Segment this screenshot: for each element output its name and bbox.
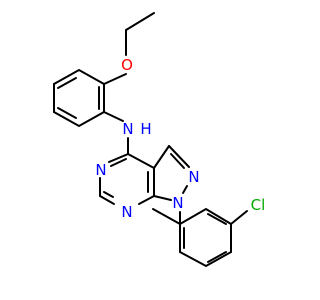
bond-phenyl-double-1 [57, 77, 77, 89]
atom-amine-hydrogen-label: H [140, 120, 151, 138]
bond-c3-n2-double [170, 153, 185, 169]
bond-aryl2-double-2 [207, 213, 227, 225]
bond-phenyl-double-2 [57, 107, 77, 119]
bond-o-aryl [103, 73, 127, 85]
bond-c3a-c3 [153, 145, 170, 169]
bond-c-cl [230, 210, 248, 225]
molecule-structure-canvas: O N H N N N N Cl [53, 12, 266, 268]
ring-phenyl-top [53, 68, 105, 128]
atom-amine-nitrogen-label: N [122, 120, 133, 138]
atom-pyrazole-n2-label: N [188, 168, 199, 186]
bond-c2-n1-double [103, 191, 114, 198]
bond-n2-n1 [182, 185, 188, 194]
atom-oxygen-label: O [121, 56, 133, 74]
atom-pyrimidine-n1-label: N [121, 203, 132, 221]
bond-c3a-c4 [127, 153, 155, 169]
bond-c4-n3-double [110, 158, 127, 167]
atom-pyrimidine-n3-label: N [95, 161, 106, 179]
bond-c2-n1 [99, 195, 115, 205]
bond-c3-n2 [168, 145, 190, 168]
bond-n1-c7a-pyrazole [153, 195, 172, 201]
molecule-diagram: O N H N N N N Cl [53, 12, 266, 268]
ring-phenyl-bottom [179, 207, 232, 268]
bond-n1-c7a [138, 195, 155, 205]
bond-methyl [152, 208, 181, 225]
atom-chlorine-label: Cl [251, 196, 266, 214]
bond-c4-n3 [108, 153, 129, 163]
bond-aryl-nh [103, 111, 124, 122]
bond-ch3-ch2 [125, 12, 155, 31]
atom-pyrazole-n1-label: N [172, 194, 183, 212]
bond-aryl2-double-3 [207, 251, 227, 263]
